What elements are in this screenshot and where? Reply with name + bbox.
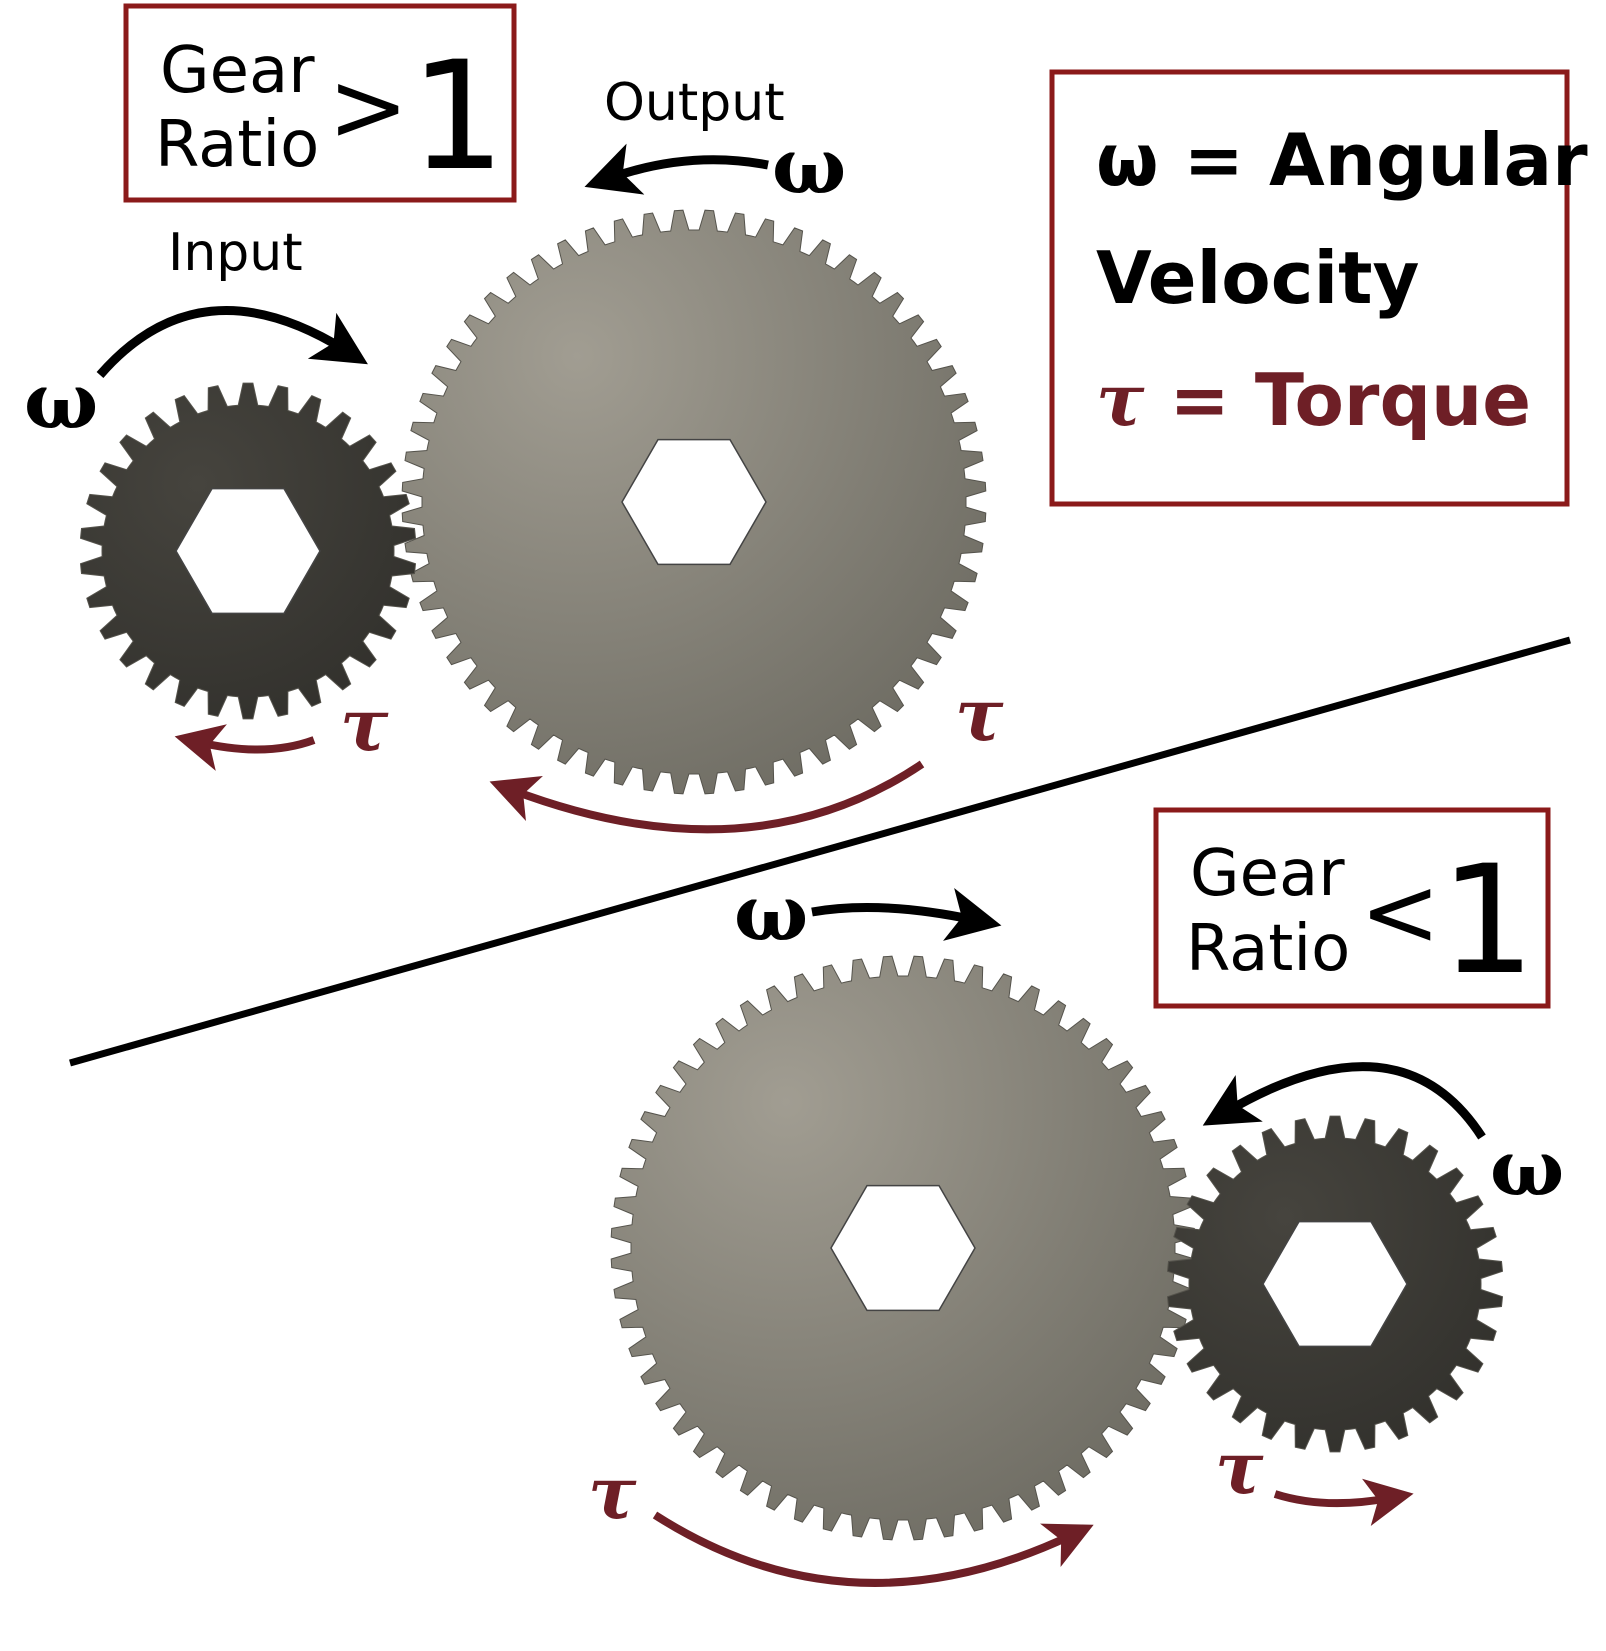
small-gear-omega-arrow xyxy=(1202,1062,1486,1140)
output-label: Output xyxy=(604,73,785,133)
large-gear-top-hex-hole xyxy=(621,438,767,566)
large-gear-omega-symbol: ω xyxy=(734,868,808,959)
small-gear-top-hex-hole xyxy=(175,487,321,615)
top-section: Gear Ratio > 1 Input Output ω ω τ τ xyxy=(24,3,1004,834)
input-omega-arrow xyxy=(96,305,368,378)
small-gear-omega-symbol: ω xyxy=(1490,1123,1564,1214)
small-gear-torque-arrow-bottom xyxy=(1273,1478,1414,1526)
ratio-value: 1 xyxy=(410,30,505,204)
legend-omega-line: ω = Angular xyxy=(1096,118,1588,202)
small-gear-bottom-hex-hole xyxy=(1262,1220,1408,1348)
large-gear-tau-symbol-bottom: τ xyxy=(588,1450,637,1535)
large-gear-torque-arrow-bottom xyxy=(652,1511,1094,1587)
input-omega-symbol: ω xyxy=(24,356,98,447)
ratio-ratio-word: Ratio xyxy=(155,108,319,182)
input-label: Input xyxy=(168,223,303,283)
ratio-box-less xyxy=(1153,807,1551,1009)
small-gear-torque-arrow xyxy=(174,724,316,771)
legend-box xyxy=(1049,69,1570,507)
ratio-box-greater xyxy=(123,3,517,203)
large-gear-torque-arrow xyxy=(489,760,925,834)
bottom-section: Gear Ratio < 1 ω ω τ τ xyxy=(588,807,1564,1587)
small-gear-top xyxy=(79,382,417,720)
output-omega-arrow xyxy=(584,143,769,195)
large-gear-bottom-hex-hole xyxy=(830,1184,976,1312)
large-gear-top xyxy=(401,209,987,795)
ratio-gear-word: Gear xyxy=(160,34,315,108)
small-gear-tau-symbol: τ xyxy=(340,682,389,767)
ratio-ratio-word-bottom: Ratio xyxy=(1186,912,1350,986)
ratio-gear-word-bottom: Gear xyxy=(1190,837,1345,911)
small-gear-tau-symbol-bottom: τ xyxy=(1215,1425,1264,1510)
ratio-value-bottom: 1 xyxy=(1440,834,1535,1008)
small-gear-bottom xyxy=(1166,1115,1504,1453)
ratio-comparator: > xyxy=(328,51,408,163)
legend-omega-line2: Velocity xyxy=(1096,236,1419,320)
legend: ω = Angular Velocity τ = Torque xyxy=(1049,69,1588,507)
legend-tau-symbol: τ xyxy=(1096,357,1145,442)
large-gear-omega-arrow xyxy=(811,888,1002,941)
section-divider xyxy=(69,636,1571,1067)
large-gear-tau-symbol: τ xyxy=(955,672,1004,757)
ratio-comparator-bottom: < xyxy=(1360,856,1440,968)
legend-tau-rest: = Torque xyxy=(1144,358,1531,442)
output-omega-symbol: ω xyxy=(772,121,846,212)
large-gear-bottom xyxy=(610,955,1196,1541)
legend-tau-line: τ = Torque xyxy=(1096,357,1531,442)
